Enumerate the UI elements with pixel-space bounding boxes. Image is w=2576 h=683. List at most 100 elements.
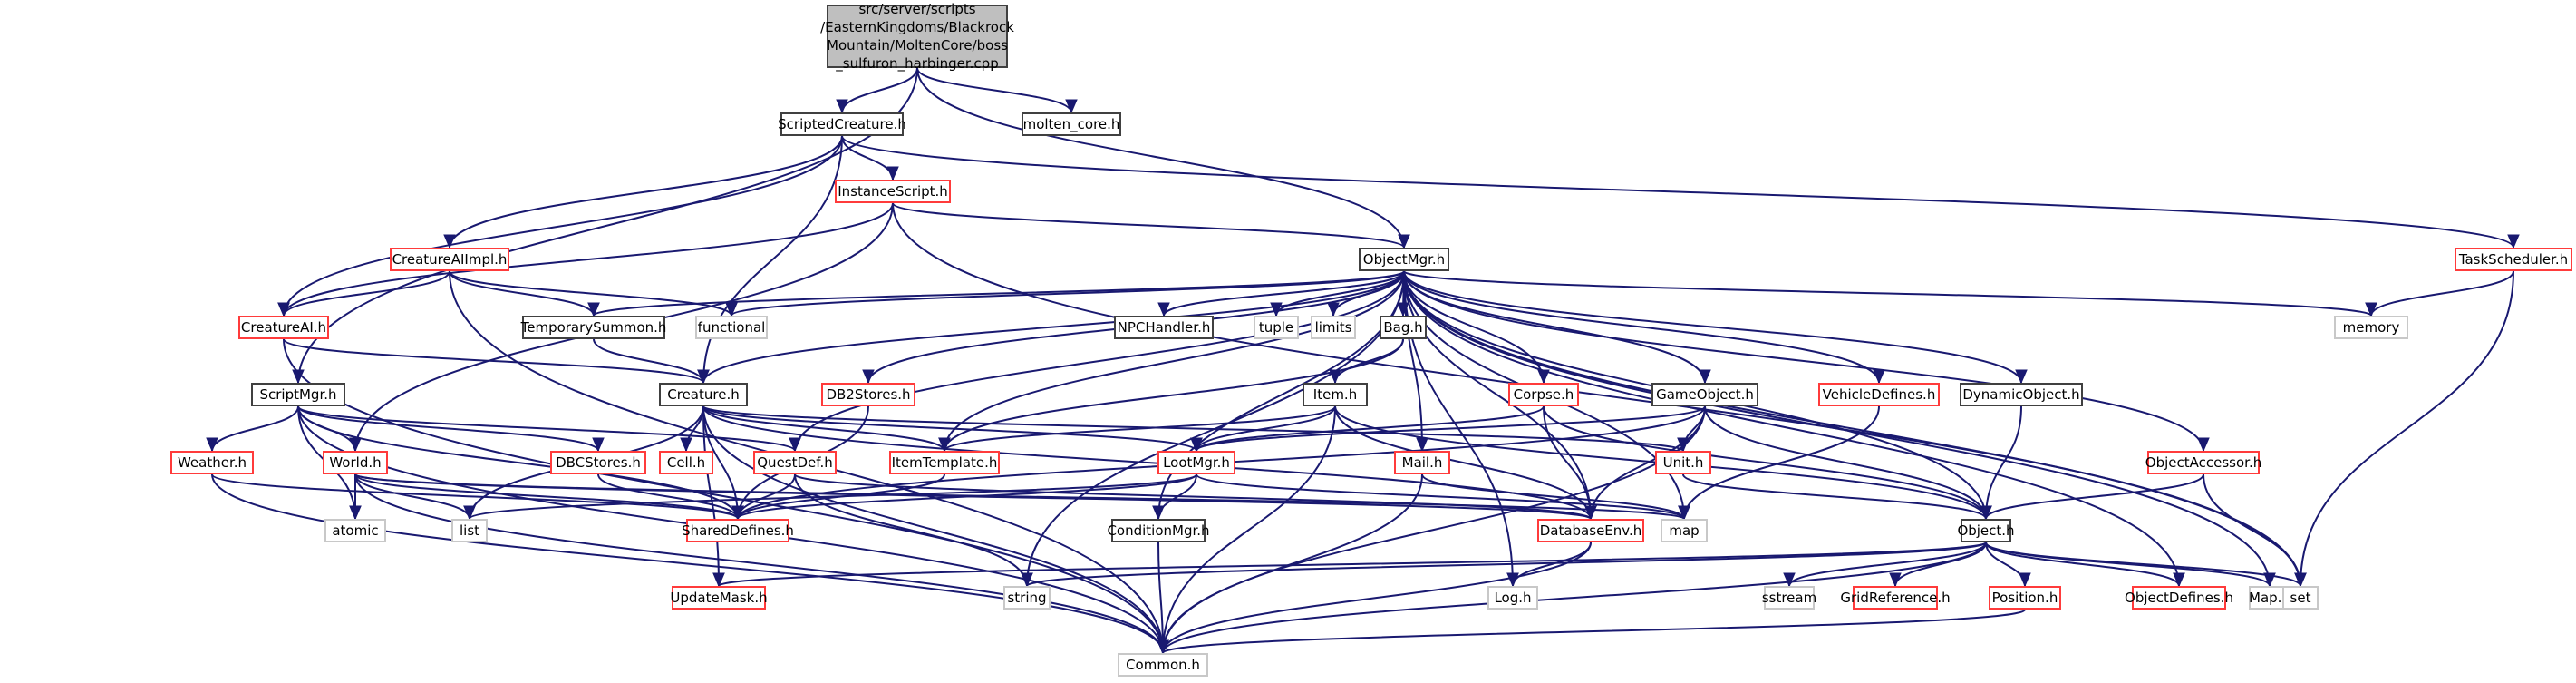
- node-gridreference[interactable]: GridReference.h: [1840, 586, 1951, 610]
- node-gameobject[interactable]: GameObject.h: [1651, 383, 1758, 406]
- node-object[interactable]: Object.h: [1957, 519, 2015, 542]
- node-limits: limits: [1311, 316, 1356, 339]
- edge-object-to-objectdefines: [1985, 542, 2180, 587]
- edge-position-to-common: [1162, 609, 2026, 654]
- node-dbcstores[interactable]: DBCStores.h: [550, 451, 646, 474]
- node-item[interactable]: Item.h: [1303, 383, 1368, 406]
- node-taskscheduler[interactable]: TaskScheduler.h: [2455, 248, 2572, 271]
- node-map: map: [1661, 519, 1708, 542]
- node-root[interactable]: src/server/scripts /EasternKingdoms/Blac…: [820, 1, 1014, 72]
- node-scriptedcreature[interactable]: ScriptedCreature.h: [778, 112, 906, 136]
- node-npchandler[interactable]: NPCHandler.h: [1114, 316, 1214, 339]
- node-objectaccessor[interactable]: ObjectAccessor.h: [2145, 451, 2261, 474]
- arrowhead-icon: [1157, 639, 1169, 655]
- arrowhead-icon: [2173, 572, 2185, 588]
- arrowhead-icon: [1152, 505, 1165, 521]
- edge-objectmgr-to-vehicledefines: [1403, 270, 1880, 384]
- node-cell[interactable]: Cell.h: [659, 451, 713, 474]
- node-bag[interactable]: Bag.h: [1380, 316, 1427, 339]
- edge-objectaccessor-to-set: [2203, 473, 2301, 587]
- edge-scriptmgr-to-weather: [211, 405, 299, 452]
- node-questdef[interactable]: QuestDef.h: [753, 451, 837, 474]
- arrowhead-icon: [206, 437, 218, 453]
- edge-world-to-list: [354, 473, 470, 520]
- edge-gameobject-to-object: [1704, 405, 1987, 520]
- edge-creature-to-shareddefines: [702, 405, 739, 520]
- edge-vehicledefines-to-map: [1683, 405, 1880, 520]
- edge-world-to-common: [354, 473, 1164, 654]
- node-creature[interactable]: Creature.h: [659, 383, 748, 406]
- arrowhead-icon: [1873, 369, 1885, 385]
- node-temporarysummon[interactable]: TemporarySummon.h: [521, 316, 666, 339]
- edge-corpse-to-lootmgr: [1196, 405, 1545, 452]
- node-mail[interactable]: Mail.h: [1394, 451, 1450, 474]
- node-weather[interactable]: Weather.h: [170, 451, 254, 474]
- arrowhead-icon: [1889, 572, 1902, 588]
- node-vehicledefines[interactable]: VehicleDefines.h: [1818, 383, 1940, 406]
- edge-dbcstores-to-shareddefines: [597, 473, 739, 520]
- node-list: list: [451, 519, 488, 542]
- node-creatureaiimpl[interactable]: CreatureAIImpl.h: [390, 248, 509, 271]
- edge-object-to-string: [1026, 542, 1987, 587]
- edge-questdef-to-string: [794, 473, 1028, 587]
- arrowhead-icon: [1190, 437, 1203, 453]
- edge-creature-to-databaseenv: [702, 405, 1592, 520]
- arrowhead-icon: [1699, 369, 1711, 385]
- arrowhead-icon: [2294, 572, 2307, 588]
- edge-instancescript-to-objectmgr: [892, 202, 1405, 249]
- node-molten-core[interactable]: molten_core.h: [1022, 112, 1121, 136]
- edge-objectmgr-to-objectaccessor: [1403, 270, 2204, 452]
- arrowhead-icon: [1329, 369, 1341, 385]
- edge-creature-to-itemtemplate: [702, 405, 945, 452]
- edge-taskscheduler-to-set: [2300, 270, 2514, 587]
- arrowhead-icon: [1783, 572, 1796, 588]
- arrowhead-icon: [277, 302, 290, 317]
- node-world[interactable]: World.h: [323, 451, 388, 474]
- edge-lootmgr-to-shareddefines: [737, 473, 1197, 520]
- arrowhead-icon: [592, 437, 605, 453]
- node-shareddefines[interactable]: SharedDefines.h: [682, 519, 794, 542]
- node-position[interactable]: Position.h: [1989, 586, 2061, 610]
- arrowhead-icon: [1398, 234, 1410, 249]
- edge-object-to-updatemask: [718, 542, 1987, 587]
- edge-object-to-sstream: [1788, 542, 1987, 587]
- node-log: Log.h: [1487, 586, 1538, 610]
- node-memory: memory: [2334, 316, 2408, 339]
- arrowhead-icon: [1157, 302, 1170, 317]
- node-set: set: [2282, 586, 2319, 610]
- node-corpse[interactable]: Corpse.h: [1508, 383, 1579, 406]
- arrowhead-icon: [1584, 505, 1597, 521]
- edge-objectmgr-to-dynamicobject: [1403, 270, 2022, 384]
- node-unit[interactable]: Unit.h: [1655, 451, 1711, 474]
- node-instancescript[interactable]: InstanceScript.h: [835, 180, 951, 203]
- arrowhead-icon: [712, 572, 725, 588]
- node-itemtemplate[interactable]: ItemTemplate.h: [889, 451, 1000, 474]
- node-scriptmgr[interactable]: ScriptMgr.h: [251, 383, 345, 406]
- node-dynamicobject[interactable]: DynamicObject.h: [1960, 383, 2083, 406]
- node-string: string: [1003, 586, 1051, 610]
- edge-weather-to-common: [211, 473, 1164, 654]
- node-objectmgr[interactable]: ObjectMgr.h: [1359, 248, 1449, 271]
- edge-creatureaiimpl-to-creatureai: [283, 270, 450, 317]
- arrowhead-icon: [349, 437, 362, 453]
- edge-scriptedcreature-to-creatureaiimpl: [449, 135, 843, 249]
- node-db2stores[interactable]: DB2Stores.h: [821, 383, 915, 406]
- node-lootmgr[interactable]: LootMgr.h: [1157, 451, 1235, 474]
- node-updatemask[interactable]: UpdateMask.h: [670, 586, 768, 610]
- arrowhead-icon: [725, 302, 738, 317]
- edge-weather-to-shareddefines: [211, 473, 739, 520]
- edge-creature-to-common: [702, 405, 1164, 654]
- node-creatureai[interactable]: CreatureAI.h: [238, 316, 329, 339]
- edge-scriptedcreature-to-creatureai: [283, 135, 843, 317]
- edge-item-to-common: [1162, 405, 1336, 654]
- edge-item-to-lootmgr: [1196, 405, 1336, 452]
- node-objectdefines[interactable]: ObjectDefines.h: [2125, 586, 2233, 610]
- arrowhead-icon: [1021, 572, 1033, 588]
- arrowhead-icon: [862, 369, 875, 385]
- edge-unit-to-object: [1682, 473, 1987, 520]
- edge-objectmgr-to-objectdefines: [1403, 270, 2180, 587]
- node-databaseenv[interactable]: DatabaseEnv.h: [1537, 519, 1644, 542]
- edge-object-to-set: [1985, 542, 2301, 587]
- arrowhead-icon: [463, 505, 476, 521]
- node-conditionmgr[interactable]: ConditionMgr.h: [1107, 519, 1210, 542]
